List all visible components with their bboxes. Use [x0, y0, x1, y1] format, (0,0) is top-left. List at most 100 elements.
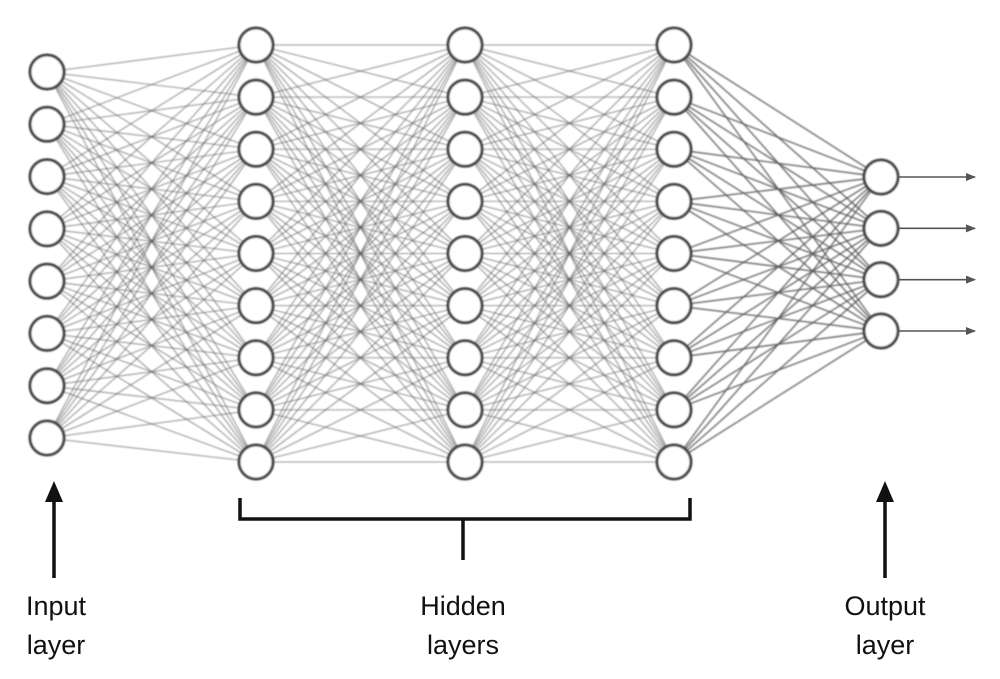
connection-line: [464, 96, 675, 463]
connection-line: [673, 279, 882, 463]
connection-line: [46, 44, 257, 282]
connection-line: [46, 409, 257, 439]
hidden-label-line-1: Hidden: [420, 591, 506, 621]
connection-line: [46, 44, 257, 439]
output-arrows: [898, 173, 976, 335]
hidden-neuron: [446, 182, 484, 220]
connection-line: [464, 44, 675, 150]
output-neuron: [862, 261, 900, 299]
connection-line: [255, 253, 466, 463]
input-label-line-1: Input: [26, 591, 87, 621]
connection-line: [464, 44, 675, 411]
input-neuron: [28, 314, 66, 352]
input-pointer-arrow-icon: [45, 481, 63, 578]
hidden-neuron: [237, 443, 275, 481]
hidden-neuron: [237, 26, 275, 64]
output-neuron: [862, 209, 900, 247]
connection-line: [673, 176, 882, 359]
connection-line: [673, 330, 882, 463]
hidden-neuron: [237, 182, 275, 220]
connection-line: [46, 201, 257, 439]
connection-line: [46, 437, 257, 463]
hidden-neuron: [237, 235, 275, 272]
input-neuron: [28, 53, 66, 91]
connection-line: [46, 357, 257, 439]
connection-line: [464, 44, 675, 306]
hidden-neuron: [446, 287, 484, 325]
input-neuron: [28, 262, 66, 300]
connection-line: [464, 44, 675, 202]
output-neuron: [862, 158, 900, 196]
input-neuron: [28, 158, 66, 196]
connection-line: [673, 176, 882, 463]
connection-line: [464, 253, 675, 463]
hidden-neuron: [655, 78, 693, 116]
hidden-layers-bracket-icon: [238, 498, 692, 560]
connection-line: [46, 44, 257, 230]
connection-line: [255, 305, 466, 463]
hidden-neuron: [237, 287, 275, 325]
connection-line: [255, 44, 466, 254]
hidden-neuron: [237, 130, 275, 168]
output-pointer-arrow-icon: [876, 481, 894, 578]
input-neuron: [28, 105, 66, 143]
connection-line: [464, 44, 675, 254]
connection-line: [46, 44, 257, 73]
hidden-neuron: [446, 339, 484, 377]
output-neuron: [862, 312, 900, 350]
connection-line: [464, 409, 675, 463]
connection-lines: [46, 44, 882, 463]
connection-line: [46, 44, 257, 125]
connection-line: [255, 44, 466, 411]
hidden-neuron: [237, 78, 275, 116]
input-label-line-2: layer: [27, 630, 86, 660]
connection-line: [673, 44, 882, 178]
connection-line: [673, 176, 882, 411]
connection-line: [255, 409, 466, 463]
connection-line: [673, 176, 882, 203]
connection-line: [255, 357, 466, 463]
connection-line: [673, 96, 882, 178]
hidden-neuron: [237, 391, 275, 429]
connection-line: [46, 253, 257, 439]
connection-line: [464, 44, 675, 98]
hidden-neuron: [655, 130, 693, 168]
connection-line: [46, 96, 257, 439]
connection-line: [255, 96, 466, 463]
connection-line: [673, 227, 882, 463]
hidden-neuron: [655, 287, 693, 325]
connection-line: [673, 176, 882, 307]
input-layer-label: Input layer: [26, 591, 87, 660]
input-neuron: [28, 367, 66, 405]
hidden-neuron: [655, 235, 693, 272]
hidden-neuron: [446, 235, 484, 272]
hidden-label-line-2: layers: [427, 630, 499, 660]
connection-line: [46, 44, 257, 387]
hidden-neuron: [446, 130, 484, 168]
connection-line: [255, 148, 466, 463]
connection-line: [255, 44, 466, 463]
connection-line: [255, 44, 466, 306]
connection-line: [255, 44, 466, 150]
connection-line: [464, 148, 675, 463]
hidden-neuron: [655, 182, 693, 220]
connection-line: [255, 201, 466, 463]
connection-line: [673, 148, 882, 178]
input-neuron: [28, 419, 66, 457]
connection-line: [464, 44, 675, 463]
connection-line: [46, 148, 257, 439]
connection-line: [255, 44, 466, 202]
hidden-layers-label: Hidden layers: [420, 591, 506, 660]
output-label-line-2: layer: [856, 630, 915, 660]
connection-line: [464, 44, 675, 359]
connection-line: [464, 357, 675, 463]
output-layer-label: Output layer: [844, 591, 926, 660]
hidden-neuron: [446, 26, 484, 64]
connection-line: [46, 44, 257, 334]
hidden-neuron: [655, 443, 693, 481]
hidden-neuron: [237, 339, 275, 377]
hidden-neuron: [655, 339, 693, 377]
connection-line: [46, 305, 257, 439]
connection-line: [673, 176, 882, 255]
